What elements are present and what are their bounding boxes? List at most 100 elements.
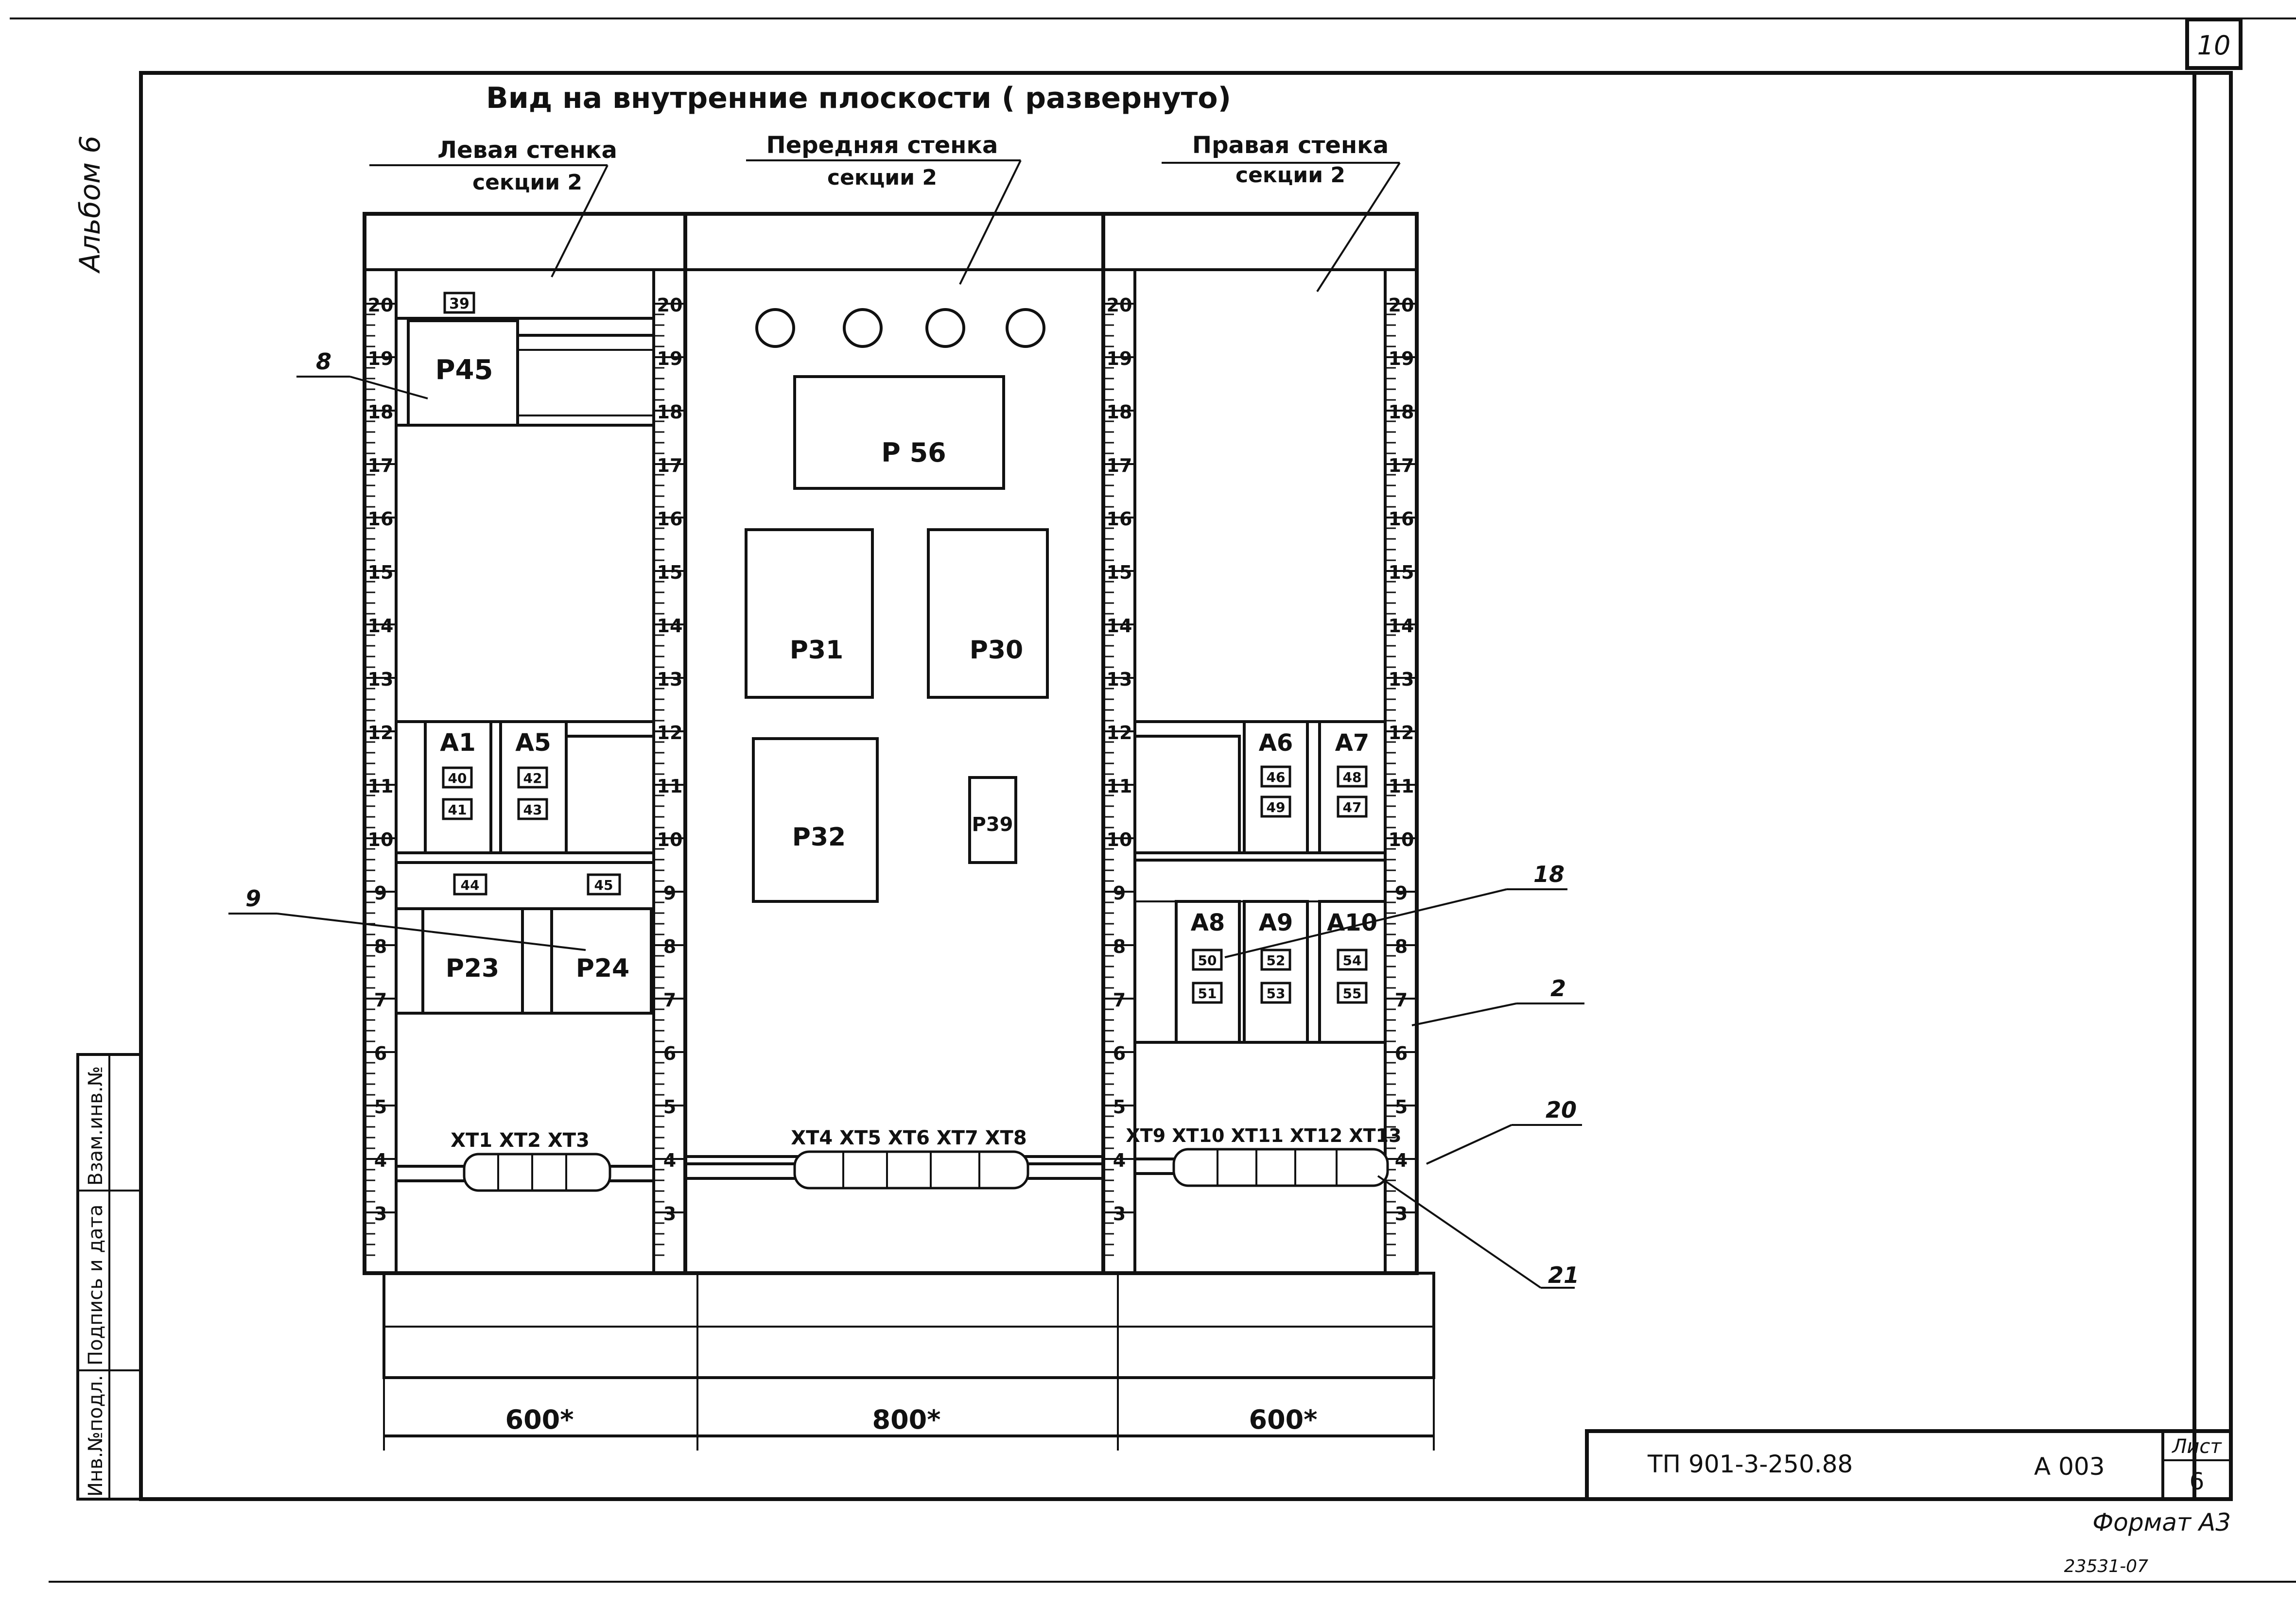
- ruler-number: 13: [368, 669, 394, 690]
- indicator-lamp-2: [843, 308, 883, 348]
- device-a5-label: А5: [515, 728, 551, 757]
- ruler-number: 19: [1107, 348, 1132, 369]
- ruler-number: 13: [657, 669, 683, 690]
- tag-49-label: 49: [1267, 799, 1286, 815]
- ruler-number: 9: [1395, 882, 1408, 904]
- tag-42-label: 42: [523, 770, 542, 786]
- ruler-number: 3: [663, 1203, 676, 1225]
- ruler-number: 16: [368, 508, 394, 530]
- tag-51-label: 51: [1198, 985, 1217, 1002]
- ruler-number: 3: [1395, 1203, 1408, 1225]
- ruler-number: 12: [657, 722, 683, 743]
- left-wall-terminals-label: ХТ1 ХТ2 ХТ3: [451, 1129, 590, 1152]
- device-p32-box: [752, 737, 879, 903]
- tag-52-label: 52: [1267, 952, 1286, 968]
- tag-40: [442, 766, 473, 789]
- tag-48: [1337, 765, 1368, 788]
- cabinet-plinth: [383, 1272, 1435, 1379]
- device-a7-label: А7: [1335, 729, 1370, 757]
- tag-41-label: 41: [448, 802, 467, 818]
- dimension-right-wall: 600*: [1249, 1404, 1318, 1435]
- front-wall-panel: [684, 268, 1105, 1158]
- ruler-number: 5: [374, 1096, 387, 1118]
- device-p39-box: [968, 776, 1017, 864]
- ruler-number: 18: [1389, 401, 1414, 423]
- ruler-number: 18: [657, 401, 683, 423]
- sheet-outer-frame: [139, 71, 2233, 1501]
- indicator-lamp-4: [1006, 308, 1045, 348]
- ruler-number: 8: [1395, 936, 1408, 957]
- ruler-number: 10: [1389, 829, 1414, 850]
- tag-47-label: 47: [1343, 799, 1362, 815]
- left-wall-blank-panel-top: [516, 334, 655, 427]
- tag-44: [453, 873, 487, 896]
- tag-39: [443, 292, 475, 314]
- ruler-number: 14: [657, 615, 683, 637]
- ruler-number: 15: [1107, 562, 1132, 583]
- margin-stamp-replacement: Взам.инв.№: [85, 1066, 107, 1186]
- sheet-code: А 003: [2034, 1452, 2105, 1481]
- callout-2-pointer: [1411, 1002, 1517, 1026]
- ruler-number: 7: [1395, 989, 1408, 1011]
- ruler-number: 11: [368, 776, 394, 797]
- ruler-number: 16: [1107, 508, 1132, 530]
- tag-46-label: 46: [1267, 769, 1286, 785]
- device-p30-box: [927, 528, 1049, 699]
- ruler-number: 6: [663, 1043, 676, 1064]
- front-wall-terminal-block: [793, 1150, 1029, 1190]
- ruler-number: 4: [374, 1150, 387, 1171]
- ruler-number: 12: [1107, 722, 1132, 743]
- tag-44-label: 44: [461, 877, 480, 893]
- right-wall-caption-line2: секции 2: [1235, 163, 1345, 188]
- dimension-left-wall: 600*: [505, 1404, 574, 1435]
- callout-8: 8: [316, 348, 331, 375]
- document-code: ТП 901-3-250.88: [1647, 1450, 1853, 1478]
- callout-9-pointer: [277, 913, 586, 951]
- callout-21: 21: [1548, 1262, 1579, 1288]
- front-wall-caption-line2: секции 2: [827, 165, 937, 190]
- right-wall-caption-line1: Правая стенка: [1192, 132, 1389, 159]
- right-wall-terminals-label: ХТ9 ХТ10 ХТ11 ХТ12 ХТ13: [1126, 1125, 1402, 1146]
- callout-18-pointer: [1224, 888, 1507, 958]
- left-wall-large-panel: [395, 424, 655, 723]
- ruler-number: 7: [374, 989, 387, 1011]
- front-wall-caption-line1: Передняя стенка: [766, 132, 998, 159]
- tag-55: [1337, 982, 1368, 1004]
- ruler-number: 8: [663, 936, 676, 957]
- callout-9: 9: [245, 885, 261, 912]
- ruler-number: 11: [1389, 776, 1414, 797]
- tag-49: [1260, 795, 1291, 818]
- ruler-number: 15: [657, 562, 683, 583]
- ruler-number: 12: [368, 722, 394, 743]
- device-p30-label: Р30: [970, 636, 1023, 665]
- indicator-lamp-3: [925, 308, 965, 348]
- ruler-number: 6: [1395, 1043, 1408, 1064]
- ruler-number: 6: [1113, 1043, 1126, 1064]
- tag-50: [1192, 949, 1223, 971]
- device-a6-box: [1243, 720, 1309, 854]
- ruler-number: 5: [1395, 1096, 1408, 1118]
- tag-41: [442, 798, 473, 820]
- tag-42: [517, 766, 548, 789]
- device-p24-label: Р24: [576, 954, 629, 983]
- ruler-number: 13: [1389, 669, 1414, 690]
- dimension-front-wall: 800*: [872, 1404, 941, 1435]
- corner-number: 10: [2197, 30, 2231, 61]
- ruler-number: 17: [1107, 455, 1132, 476]
- ruler-number: 16: [657, 508, 683, 530]
- callout-18: 18: [1533, 861, 1565, 887]
- ruler-number: 10: [1107, 829, 1132, 850]
- ruler-number: 11: [657, 776, 683, 797]
- ruler-number: 5: [663, 1096, 676, 1118]
- tag-47: [1337, 795, 1368, 818]
- device-a1-label: А1: [440, 728, 476, 757]
- ruler-number: 20: [1107, 294, 1132, 316]
- archive-number: 23531-07: [2064, 1556, 2148, 1576]
- ruler-number: 16: [1389, 508, 1414, 530]
- device-p32-label: Р32: [792, 823, 846, 852]
- indicator-lamp-1: [755, 308, 795, 348]
- ruler-number: 6: [374, 1043, 387, 1064]
- ruler-number: 12: [1389, 722, 1414, 743]
